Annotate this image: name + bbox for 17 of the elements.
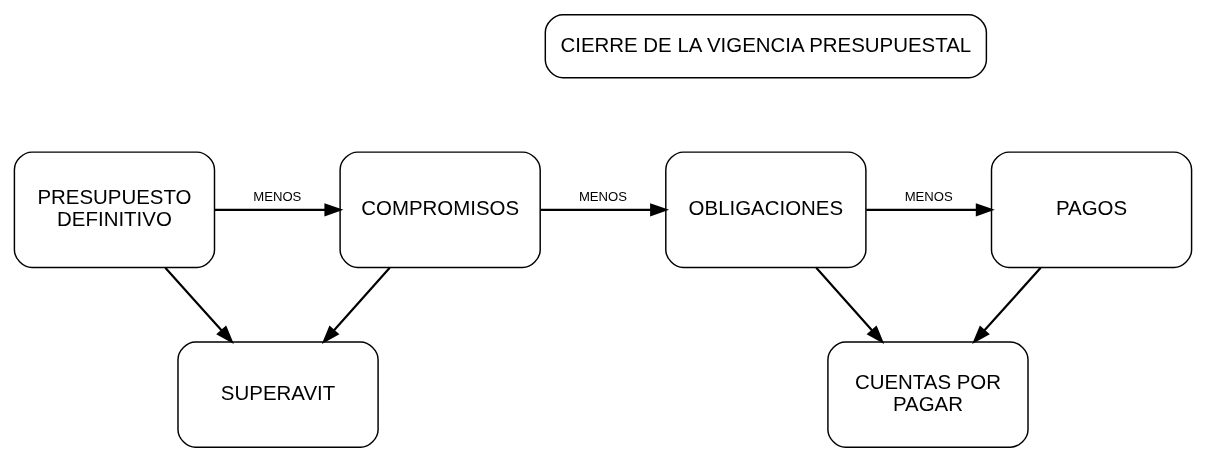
arrow — [540, 203, 670, 217]
edge-label: MENOS — [578, 189, 628, 205]
edge-label: MENOS — [904, 189, 953, 205]
node-box: CUENTAS POR PAGAR — [827, 341, 1029, 448]
node-box: CIERRE DE LA VIGENCIA PRESUPUESTAL — [544, 14, 988, 79]
arrow — [815, 267, 885, 345]
node-box: OBLIGACIONES — [665, 151, 867, 269]
node-box: PRESUPUESTO DEFINITIVO — [13, 151, 216, 269]
arrow — [214, 203, 344, 217]
arrow — [321, 267, 391, 345]
edge-label: MENOS — [253, 189, 302, 205]
node-box: PAGOS — [990, 151, 1193, 269]
arrow — [866, 203, 995, 217]
node-box: COMPROMISOS — [339, 151, 541, 269]
arrow — [972, 267, 1042, 345]
node-box: SUPERAVIT — [177, 341, 379, 448]
arrow — [164, 267, 234, 345]
